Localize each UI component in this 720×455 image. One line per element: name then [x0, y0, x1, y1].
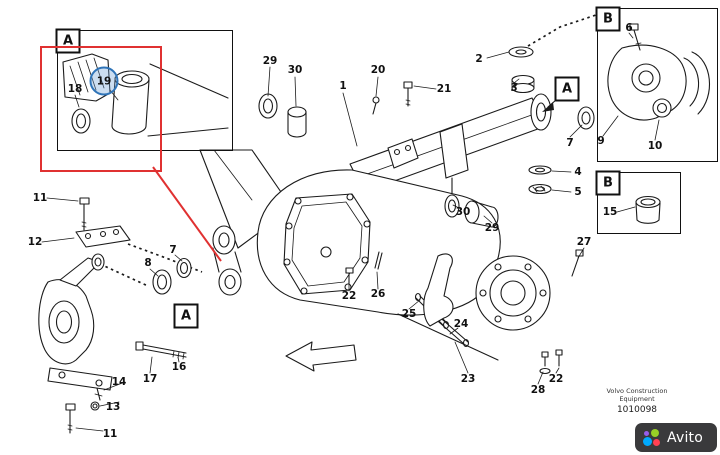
inset-label-a: A: [55, 28, 81, 54]
inset-a-content-drawing: [62, 53, 229, 137]
avito-watermark: Avito: [635, 423, 717, 452]
view-b-knuckle-drawing: [607, 23, 710, 121]
fasteners-drawing: [65, 81, 584, 434]
direction-arrow: [285, 341, 357, 372]
inset-label-b-bushing: B: [595, 170, 621, 196]
upper-bushings-drawing: [258, 93, 307, 138]
left-knuckle-drawing: [38, 253, 113, 391]
drawing-number: 1010098: [616, 405, 658, 415]
brand-name-line2: Equipment: [619, 395, 655, 403]
watermark-text: Avito: [667, 429, 703, 446]
axle-housing-drawing: [199, 93, 552, 331]
highlight-overlay: [152, 166, 222, 262]
highlight-leader-line: [152, 166, 222, 262]
inset-label-b-knuckle: B: [595, 6, 621, 32]
drawing-footer: Volvo Construction Equipment 1010098: [596, 387, 678, 415]
brand-name-line1: Volvo Construction: [606, 387, 668, 395]
view-b-bushing-drawing: [635, 195, 661, 224]
avito-logo-icon: [643, 428, 661, 447]
washers-and-rings-drawing: [508, 46, 595, 195]
callout-leader-lines: [41, 32, 660, 432]
